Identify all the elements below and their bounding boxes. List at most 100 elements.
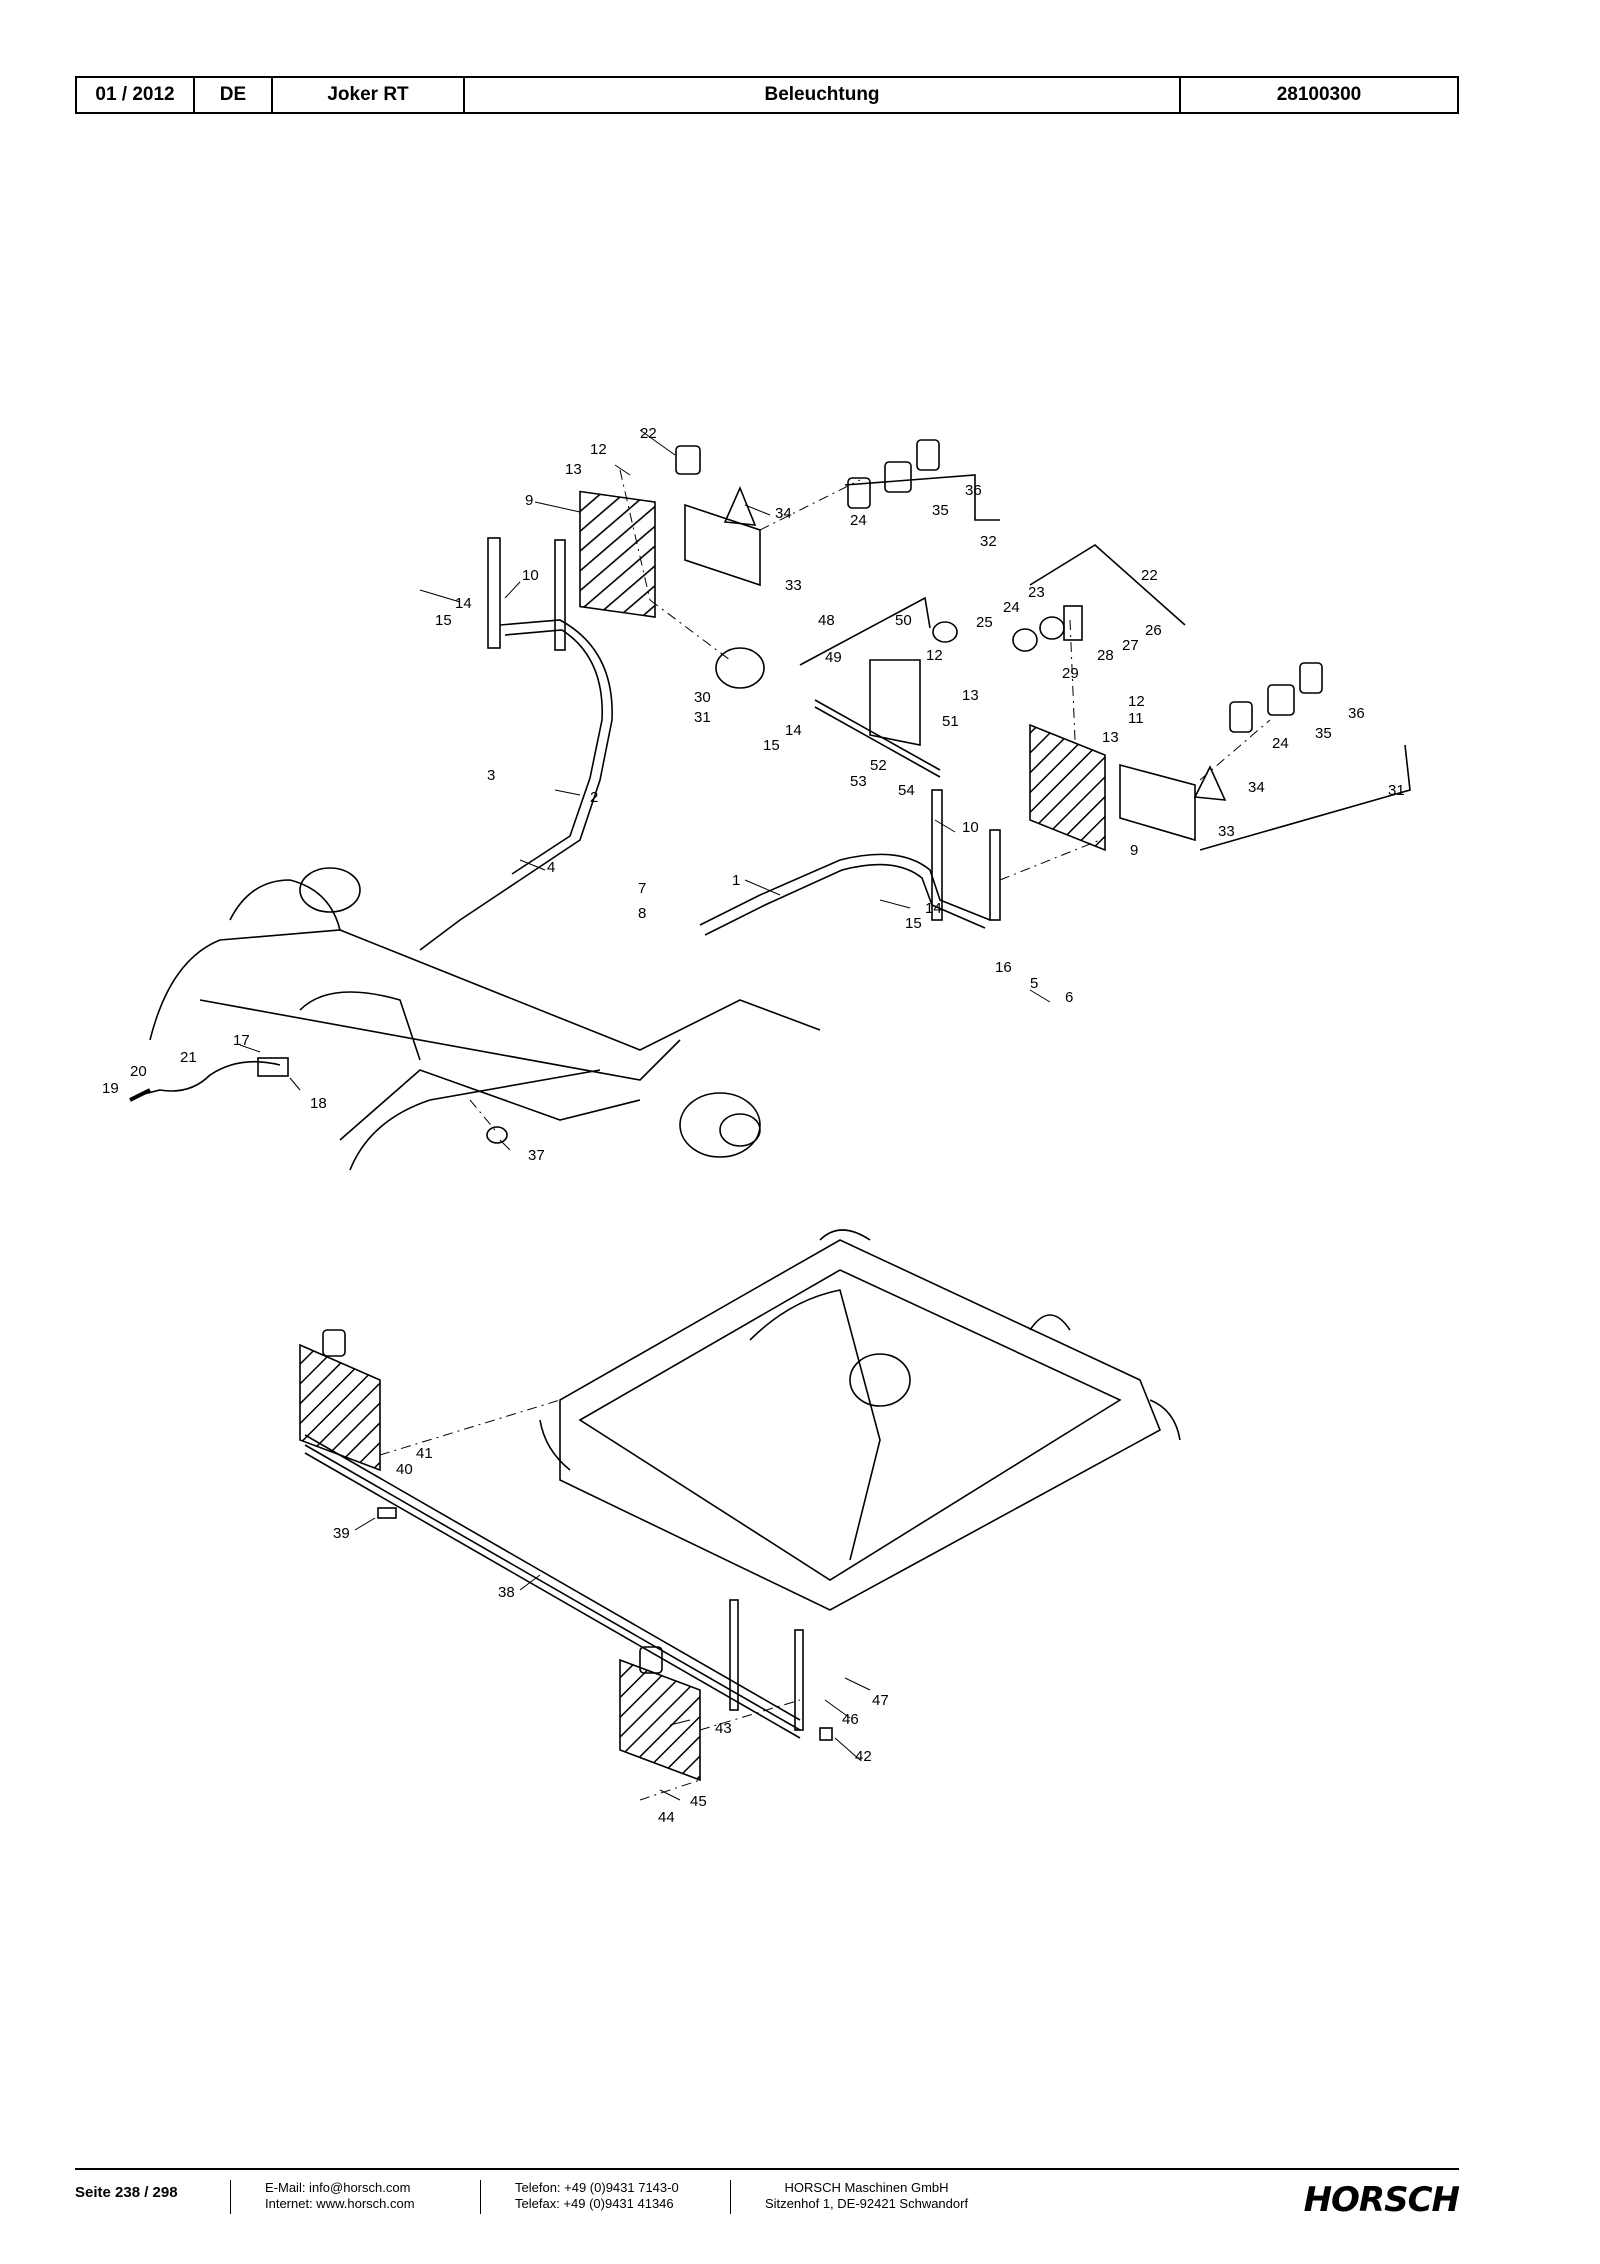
lamp-50 (932, 621, 958, 643)
label-12b: 12 (926, 647, 943, 664)
footer-divider (730, 2180, 731, 2214)
footer-internet: Internet: www.horsch.com (265, 2196, 415, 2211)
footer-divider (480, 2180, 481, 2214)
label-6: 6 (1065, 989, 1073, 1006)
label-27: 27 (1122, 637, 1139, 654)
horsch-logo: HORSCH (1303, 2180, 1460, 2220)
bracket-plate-49 (869, 659, 921, 746)
footer: Seite 238 / 298 E-Mail: info@horsch.com … (75, 2180, 1460, 2230)
label-12c: 12 (1128, 693, 1145, 710)
label-48: 48 (818, 612, 835, 629)
label-54: 54 (898, 782, 915, 799)
bracket-10-right (931, 789, 943, 921)
footer-company: HORSCH Maschinen GmbH (784, 2180, 949, 2195)
label-12: 12 (590, 441, 607, 458)
label-19: 19 (102, 1080, 119, 1097)
footer-rule (75, 2168, 1459, 2170)
label-53: 53 (850, 773, 867, 790)
lamp-36-left (916, 439, 940, 471)
lamp-24-right (1229, 701, 1253, 733)
lamp-35-right (1267, 684, 1295, 716)
label-18: 18 (310, 1095, 327, 1112)
label-45: 45 (690, 1793, 707, 1810)
label-34: 34 (775, 505, 792, 522)
page-number: Seite 238 / 298 (75, 2184, 178, 2201)
label-3: 3 (487, 767, 495, 784)
footer-divider (230, 2180, 231, 2214)
plug-19 (129, 1088, 151, 1102)
header-date: 01 / 2012 (77, 78, 195, 112)
lamp-35-left (884, 461, 912, 493)
label-14c: 14 (925, 900, 942, 917)
header-table: 01 / 2012 DE Joker RT Beleuchtung 281003… (75, 76, 1459, 114)
label-8: 8 (638, 905, 646, 922)
label-33b: 33 (1218, 823, 1235, 840)
label-40: 40 (396, 1461, 413, 1478)
label-51: 51 (942, 713, 959, 730)
light-bar-2 (419, 619, 613, 951)
junction-box-17 (257, 1057, 289, 1077)
label-44: 44 (658, 1809, 675, 1826)
label-39: 39 (333, 1525, 350, 1542)
label-9: 9 (525, 492, 533, 509)
label-50: 50 (895, 612, 912, 629)
label-47: 47 (872, 1692, 889, 1709)
label-26: 26 (1145, 622, 1162, 639)
lamp-25 (1012, 628, 1038, 652)
warning-plate-9-right (1029, 723, 1106, 852)
label-52: 52 (870, 757, 887, 774)
label-22: 22 (640, 425, 657, 442)
label-14b: 14 (785, 722, 802, 739)
label-15c: 15 (905, 915, 922, 932)
plate-holder-33-left (684, 503, 761, 587)
label-24b: 24 (1003, 599, 1020, 616)
axle-frame (149, 929, 821, 1171)
label-36: 36 (965, 482, 982, 499)
cable-21 (139, 1060, 281, 1096)
plate-holder-33-right (1119, 763, 1196, 842)
label-36b: 36 (1348, 705, 1365, 722)
footer-contact-web: E-Mail: info@horsch.com Internet: www.ho… (265, 2180, 415, 2212)
label-21: 21 (180, 1049, 197, 1066)
triangle-34-right (1193, 765, 1227, 801)
label-24: 24 (850, 512, 867, 529)
warning-plate-9-left (579, 490, 656, 618)
label-16: 16 (995, 959, 1012, 976)
label-31: 31 (694, 709, 711, 726)
lamp-22-top (675, 445, 701, 475)
part-39 (377, 1507, 397, 1519)
lamp-43 (639, 1646, 663, 1674)
footer-email: E-Mail: info@horsch.com (265, 2180, 411, 2195)
label-32: 32 (980, 533, 997, 550)
lamp-upper-left-lower (322, 1329, 346, 1357)
label-33: 33 (785, 577, 802, 594)
header-model: Joker RT (273, 78, 465, 112)
label-9b: 9 (1130, 842, 1138, 859)
disc-30 (715, 647, 765, 689)
label-35b: 35 (1315, 725, 1332, 742)
label-41: 41 (416, 1445, 433, 1462)
footer-contact-phone: Telefon: +49 (0)9431 7143-0 Telefax: +49… (515, 2180, 679, 2212)
label-22b: 22 (1141, 567, 1158, 584)
label-13: 13 (565, 461, 582, 478)
label-29: 29 (1062, 665, 1079, 682)
lamp-24-mid (1039, 616, 1065, 640)
label-13b: 13 (962, 687, 979, 704)
bracket-10-left (487, 537, 501, 649)
label-38: 38 (498, 1584, 515, 1601)
lamp-24-left (847, 477, 871, 509)
warning-plate-left-lower (299, 1343, 381, 1472)
header-number: 28100300 (1276, 84, 1362, 105)
label-46: 46 (842, 1711, 859, 1728)
ring-37 (486, 1126, 508, 1144)
header-language: DE (195, 78, 273, 112)
footer-address: Sitzenhof 1, DE-92421 Schwandorf (765, 2196, 969, 2211)
label-31b: 31 (1388, 782, 1405, 799)
label-4: 4 (547, 859, 555, 876)
label-5: 5 (1030, 975, 1038, 992)
label-11: 11 (1128, 710, 1144, 727)
light-bar-38 (304, 1434, 801, 1721)
bracket-left-38 (729, 1599, 739, 1711)
header-section: Beleuchtung (465, 78, 1181, 112)
